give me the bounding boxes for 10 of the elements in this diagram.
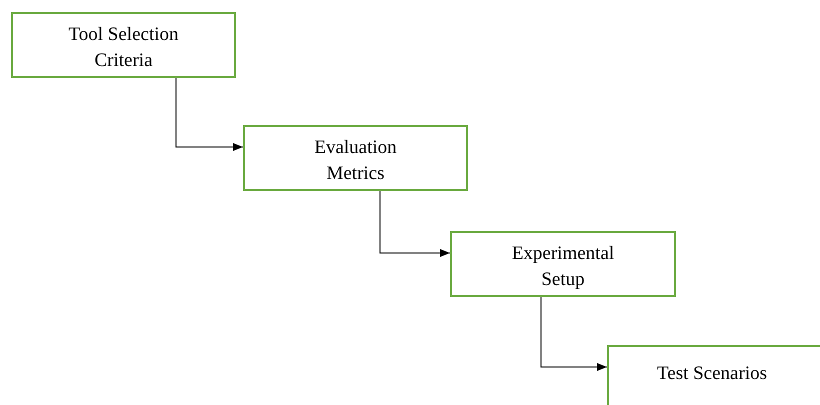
process-box [243,125,468,191]
arrow [176,78,244,151]
step-label: Evaluation Metrics [313,136,398,186]
process-box [11,12,236,78]
process-box [450,231,676,297]
step-label: Experimental Setup [510,242,616,292]
step-label: Test Scenarios [656,362,767,386]
arrow [380,190,450,257]
arrow [540,296,608,371]
step-label: Tool Selection Criteria [67,23,180,73]
